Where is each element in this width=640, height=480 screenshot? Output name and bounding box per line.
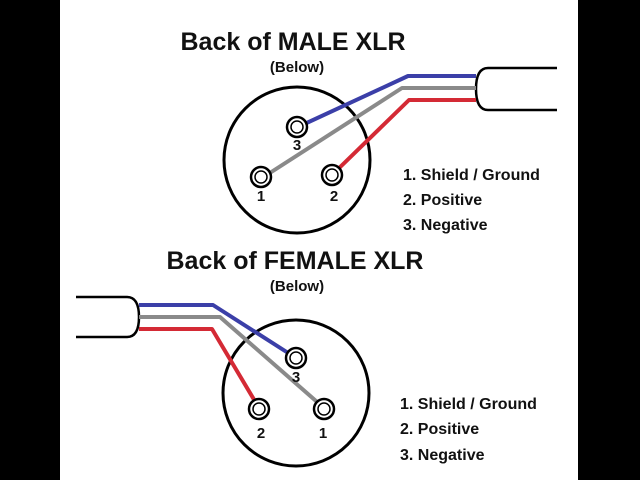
female-legend-2: 2. Positive [400,421,479,438]
female-subtitle: (Below) [270,278,324,295]
male-wire-positive [331,98,476,176]
female-pin-2: 2 [247,397,271,442]
female-pin-2-label: 2 [257,425,265,442]
male-legend-3: 3. Negative [403,217,488,234]
male-pin-2-label: 2 [330,188,338,205]
male-title: Back of MALE XLR [180,28,405,56]
male-wire-negative [297,74,476,129]
female-legend-3: 3. Negative [400,447,485,464]
female-wire-positive [139,327,261,410]
male-pin-3: 3 [285,115,309,154]
female-section: Back of FEMALE XLR (Below) 3 2 1 1. Shie… [76,247,537,468]
male-wire-ground [260,86,476,180]
female-connector-body [221,318,371,468]
male-pin-1-label: 1 [257,188,265,205]
female-wire-ground [139,315,326,410]
female-pin-1: 1 [312,397,336,442]
male-legend-2: 2. Positive [403,192,482,209]
female-cable-jacket [76,295,141,339]
male-pin-1: 1 [249,165,273,205]
male-subtitle: (Below) [270,59,324,76]
female-pin-3: 3 [284,346,308,386]
female-pin-1-label: 1 [319,425,327,442]
female-wire-negative [139,303,298,360]
female-legend-1: 1. Shield / Ground [400,396,537,413]
male-pin-2: 2 [320,163,344,205]
male-legend-1: 1. Shield / Ground [403,167,540,184]
left-black-bar [0,0,60,480]
female-title: Back of FEMALE XLR [167,247,424,275]
male-section: Back of MALE XLR (Below) 3 1 2 1. Shield… [180,28,557,235]
female-pin-3-label: 3 [292,369,300,386]
right-black-bar [578,0,640,480]
male-cable-jacket [474,66,557,112]
male-connector-body [222,85,372,235]
male-pin-3-label: 3 [293,137,301,154]
